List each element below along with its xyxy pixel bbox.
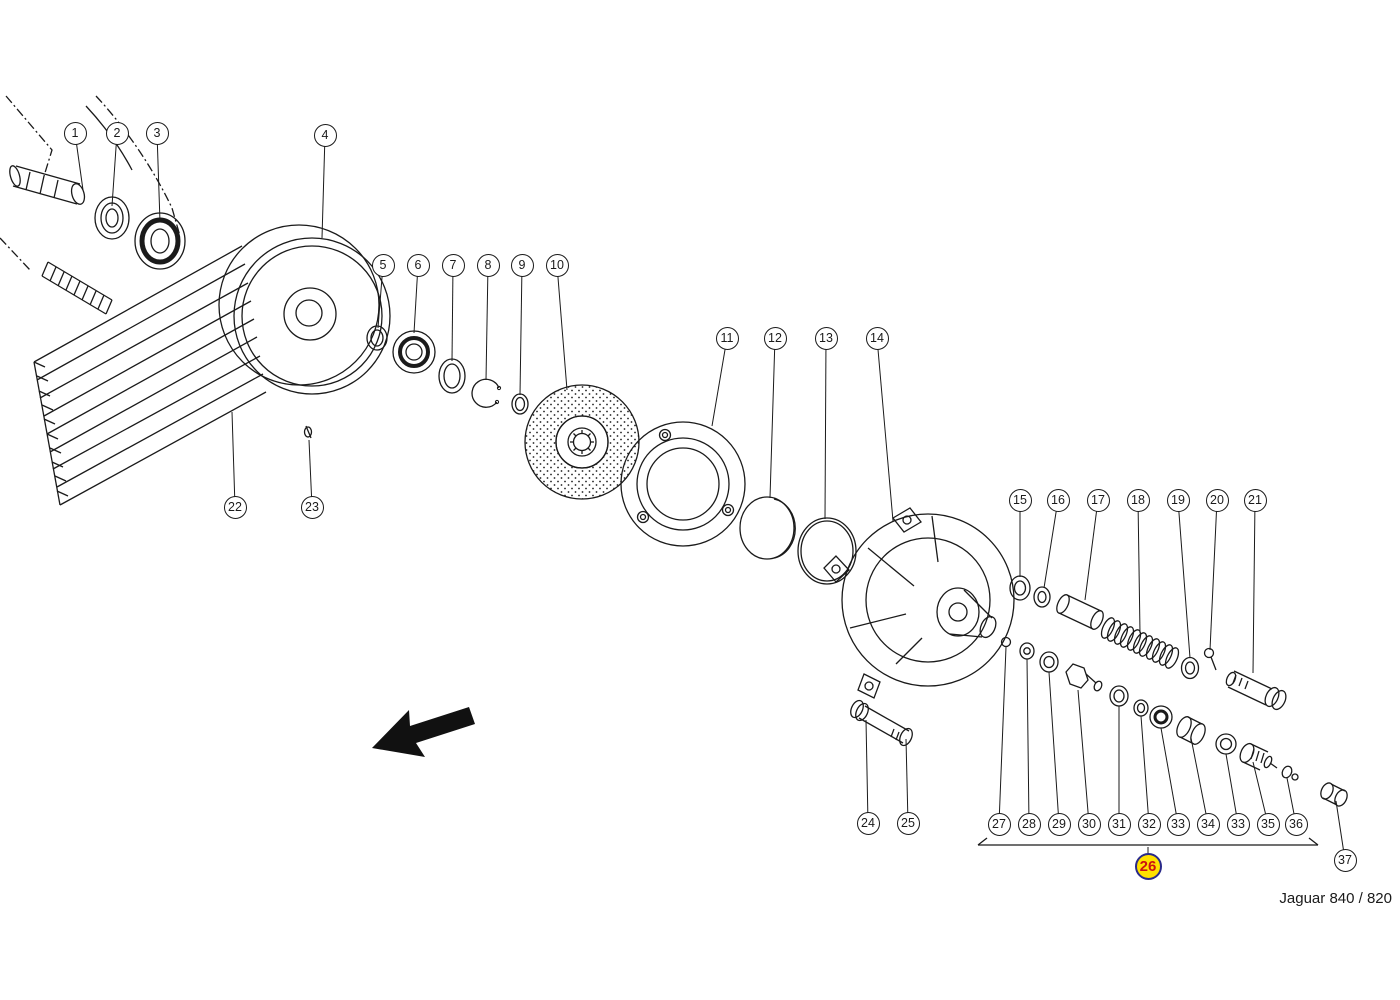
part-snap-ring-8: [471, 378, 502, 408]
callout-33b[interactable]: 33: [1226, 812, 1250, 836]
callout-15[interactable]: 15: [1008, 488, 1032, 512]
leader-line-17: [1084, 499, 1099, 601]
leader-line-13: [824, 337, 827, 520]
part-hub-assembly: [1000, 636, 1299, 781]
part-bearing-6: [392, 330, 436, 374]
part-drive-shaft: [9, 165, 86, 205]
callout-36[interactable]: 36: [1284, 812, 1308, 836]
direction-arrow[interactable]: [372, 707, 475, 757]
leader-line-24: [865, 719, 869, 824]
leader-line-33a: [1160, 727, 1179, 825]
callout-32[interactable]: 32: [1137, 812, 1161, 836]
part-spacer-5: [366, 325, 388, 351]
callout-31[interactable]: 31: [1107, 812, 1131, 836]
part-pin-23: [303, 425, 313, 439]
callout-16[interactable]: 16: [1046, 488, 1070, 512]
leader-line-29: [1048, 671, 1060, 825]
part-bushing-37: [1320, 782, 1348, 807]
part-clutch-housing: [823, 507, 1015, 699]
callout-10[interactable]: 10: [545, 253, 569, 277]
callout-37[interactable]: 37: [1333, 848, 1357, 872]
leader-line-14: [876, 337, 894, 522]
callout-21[interactable]: 21: [1243, 488, 1267, 512]
callout-22[interactable]: 22: [223, 495, 247, 519]
leader-line-7: [451, 264, 454, 362]
machine-frame-outline: [0, 95, 181, 271]
leader-line-21: [1252, 499, 1256, 674]
callout-27[interactable]: 27: [987, 812, 1011, 836]
callout-17[interactable]: 17: [1086, 488, 1110, 512]
callout-14[interactable]: 14: [865, 326, 889, 350]
callout-3[interactable]: 3: [145, 121, 169, 145]
leader-line-16: [1043, 499, 1059, 589]
leader-line-20: [1209, 499, 1218, 651]
callout-28[interactable]: 28: [1017, 812, 1041, 836]
callout-7[interactable]: 7: [441, 253, 465, 277]
leader-line-2: [111, 132, 118, 207]
part-large-ring: [797, 517, 857, 585]
leader-line-27: [998, 646, 1007, 825]
part-pressure-disc: [739, 496, 796, 560]
callout-26-highlighted[interactable]: 26: [1134, 852, 1162, 880]
callout-34[interactable]: 34: [1196, 812, 1220, 836]
leader-line-12: [769, 337, 776, 499]
part-clutch-disc: [524, 384, 640, 500]
callout-24[interactable]: 24: [856, 811, 880, 835]
leader-line-22: [231, 411, 236, 508]
assembly-26-bracket: [977, 837, 1319, 846]
leader-line-30: [1077, 689, 1090, 825]
leader-line-25: [905, 738, 909, 824]
callout-25[interactable]: 25: [896, 811, 920, 835]
callout-11[interactable]: 11: [715, 326, 739, 350]
callout-1[interactable]: 1: [63, 121, 87, 145]
part-v-belt: [33, 245, 267, 506]
callout-9[interactable]: 9: [510, 253, 534, 277]
callout-18[interactable]: 18: [1126, 488, 1150, 512]
leader-line-3: [156, 132, 161, 223]
part-pulley: [218, 224, 391, 395]
leader-line-33b: [1225, 753, 1239, 825]
callout-4[interactable]: 4: [313, 123, 337, 147]
callout-12[interactable]: 12: [763, 326, 787, 350]
leader-line-4: [321, 134, 326, 239]
callout-35[interactable]: 35: [1256, 812, 1280, 836]
leader-line-9: [519, 264, 523, 396]
callout-30[interactable]: 30: [1077, 812, 1101, 836]
callout-33a[interactable]: 33: [1166, 812, 1190, 836]
part-flange-plate: [620, 421, 746, 547]
callout-19[interactable]: 19: [1166, 488, 1190, 512]
leader-line-8: [485, 264, 489, 381]
leader-line-32: [1140, 715, 1150, 825]
leader-line-10: [556, 264, 568, 391]
callout-13[interactable]: 13: [814, 326, 838, 350]
callout-8[interactable]: 8: [476, 253, 500, 277]
leader-line-28: [1026, 658, 1030, 825]
callout-6[interactable]: 6: [406, 253, 430, 277]
callout-2[interactable]: 2: [105, 121, 129, 145]
callout-23[interactable]: 23: [300, 495, 324, 519]
part-fastener-set: [1009, 575, 1287, 711]
leader-line-34: [1190, 737, 1209, 825]
model-caption: Jaguar 840 / 820: [1279, 890, 1392, 907]
leader-line-11: [711, 337, 728, 427]
callout-5[interactable]: 5: [371, 253, 395, 277]
leader-lines: [74, 132, 1346, 866]
callout-29[interactable]: 29: [1047, 812, 1071, 836]
callout-20[interactable]: 20: [1205, 488, 1229, 512]
leader-line-18: [1137, 499, 1141, 634]
leader-line-19: [1177, 499, 1191, 659]
part-belt-upper-section: [41, 261, 113, 315]
